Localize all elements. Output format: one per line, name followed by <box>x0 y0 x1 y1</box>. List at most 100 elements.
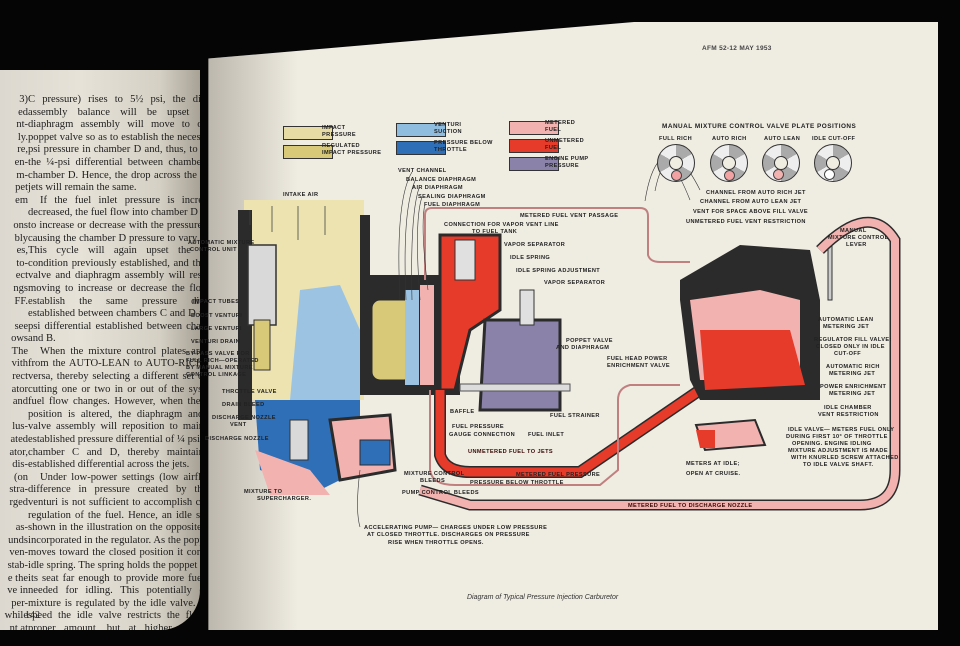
plate-auto-lean <box>762 144 800 182</box>
label-automatic-mixture-control-unit: AUTOMATIC MIXTURE <box>188 240 255 246</box>
label-idle-valve: MIXTURE ADJUSTMENT IS MADE <box>788 448 889 454</box>
label-regulator-fill-valve: REGULATOR FILL VALVE: <box>814 337 892 343</box>
label-fuel-pressure-gauge: FUEL PRESSURE <box>452 424 505 430</box>
label-vapor-separator: VAPOR SEPARATOR <box>544 280 606 286</box>
label-idle-valve: WITH KNURLED SCREW ATTACHED <box>791 455 899 461</box>
body-text-column: C pressure) rises to 5½ psi, the diaphra… <box>28 94 200 630</box>
label-accelerating-pump: AT CLOSED THROTTLE. DISCHARGES ON PRESSU… <box>367 532 530 538</box>
legend-label: REGULATED IMPACT PRESSURE <box>322 143 382 156</box>
label-power-enrichment-jet: POWER ENRICHMENT <box>820 384 887 390</box>
label-air-diaphragm: AIR DIAPHRAGM <box>412 185 463 191</box>
label-metered-fuel-to-discharge-nozzle: METERED FUEL TO DISCHARGE NOZZLE <box>628 503 753 509</box>
label-metered-fuel-vent-passage: METERED FUEL VENT PASSAGE <box>520 213 619 219</box>
label-discharge-nozzle-vent: VENT <box>230 422 247 428</box>
label-bypass-valve: BY MANUAL MIXTURE <box>186 365 253 371</box>
cut-edge-fragment: FF. <box>14 295 28 307</box>
label-balance-diaphragm: BALANCE DIAPHRAGM <box>406 177 477 183</box>
label-bypass-valve: BY-PASS VALVE FOR <box>186 351 250 357</box>
cut-edge-fragment: ed <box>18 106 28 118</box>
callout: VENT FOR SPACE ABOVE FILL VALVE <box>693 209 808 215</box>
label-throttle-valve: THROTTLE VALVE <box>222 389 277 395</box>
cut-edge-fragment: ven- <box>9 547 28 559</box>
label-drain-bleed: DRAIN BLEED <box>222 402 265 408</box>
label-boost-venturi: BOOST VENTURI <box>191 313 243 319</box>
cut-edge-fragment: 3) <box>19 94 28 105</box>
label-automatic-lean-jet: METERING JET <box>823 324 870 330</box>
cut-edge-fragment: stab- <box>7 559 28 571</box>
label-idle-valve: OPENING. ENGINE IDLING <box>792 441 872 447</box>
callout: CHANNEL FROM AUTO LEAN JET <box>700 199 802 205</box>
legend-label: UNMETERED FUEL <box>545 138 585 151</box>
plate-label-auto-rich: AUTO RICH <box>712 136 747 142</box>
label-fuel-diaphragm: FUEL DIAPHRAGM <box>424 202 481 208</box>
label-impact-tubes: IMPACT TUBES <box>193 299 240 305</box>
label-fuel-pressure-gauge: GAUGE CONNECTION <box>449 432 516 438</box>
cut-edge-fragment: dis- <box>12 459 28 471</box>
cut-edge-fragment: ve in <box>7 585 28 597</box>
cut-edge-fragment: unds <box>8 534 28 546</box>
vapor-separator <box>454 239 476 281</box>
manual-mixture-control-lever <box>827 244 833 301</box>
cut-edge-fragment: to- <box>16 257 28 269</box>
label-vapor-vent: CONNECTION FOR VAPOR VENT LINE <box>444 222 559 228</box>
cut-edge-fragment: en- <box>14 156 28 168</box>
label-power-enrichment-jet: METERING JET <box>829 391 876 397</box>
callout: UNMETERED FUEL VENT RESTRICTION <box>686 219 806 225</box>
label-idle-valve: IDLE VALVE— METERS FUEL ONLY <box>788 427 895 433</box>
cut-edge-fragment: nt- <box>16 119 28 131</box>
label-bypass-valve: CONTROL LINKAGE <box>186 372 247 378</box>
label-metered-fuel-pressure: METERED FUEL PRESSURE <box>516 472 601 478</box>
cut-edge-fragment: ly. <box>17 131 28 143</box>
cut-edge-fragment: m- <box>16 169 28 181</box>
label-mixture-to-supercharger: MIXTURE TO <box>244 489 283 495</box>
label-idle-valve: TO IDLE VALVE SHAFT. <box>803 462 874 468</box>
mixture-plates-title: MANUAL MIXTURE CONTROL VALVE PLATE POSIT… <box>662 123 857 130</box>
label-idle-chamber-vent: IDLE CHAMBER <box>824 405 872 411</box>
legend-swatch-impact-pressure <box>283 126 333 140</box>
label-mixture-to-supercharger: SUPERCHARGER. <box>257 496 312 502</box>
label-idle-chamber-vent: VENT RESTRICTION <box>818 412 879 418</box>
label-automatic-mixture-control-unit: CONTROL UNIT <box>190 247 237 253</box>
legend-label: VENTURI SUCTION <box>434 122 462 135</box>
label-meters-at-idle: OPEN AT CRUISE. <box>686 471 741 477</box>
legend-swatch-regulated-impact-pressure <box>283 145 333 159</box>
label-vapor-vent: TO FUEL TANK <box>472 229 518 235</box>
label-regulator-fill-valve: CUT-OFF <box>834 351 862 357</box>
paragraph: When the mixture control plates are move… <box>28 345 200 471</box>
cut-edge-fragment: The <box>11 345 28 357</box>
legend-label: PRESSURE BELOW THROTTLE <box>434 140 493 153</box>
cut-edge-fragment: rect <box>12 371 28 383</box>
label-venturi-drain: VENTURI DRAIN <box>191 339 241 345</box>
legend-label: ENGINE PUMP PRESSURE <box>545 156 589 169</box>
label-pressure-below-throttle: PRESSURE BELOW THROTTLE <box>470 480 564 486</box>
discharge-nozzle-region <box>255 450 330 495</box>
label-poppet-valve: AND DIAPHRAGM <box>556 345 610 351</box>
venturi-suction-region <box>290 285 360 400</box>
cut-edge-fragment: lus- <box>12 421 28 433</box>
label-idle-spring: IDLE SPRING <box>510 255 551 261</box>
label-automatic-rich-jet: AUTOMATIC RICH <box>826 364 880 370</box>
page-number: 142 <box>25 610 40 621</box>
label-large-venturi: LARGE VENTURI <box>191 326 242 332</box>
label-automatic-rich-jet: METERING JET <box>829 371 876 377</box>
label-baffle: BAFFLE <box>450 409 475 415</box>
plate-label-idle-cut-off: IDLE CUT-OFF <box>812 136 856 142</box>
engine-pump-pressure-region <box>478 318 562 412</box>
cut-edge-fragment: and <box>12 396 28 408</box>
cut-edge-fragment: rged <box>9 497 28 508</box>
cut-edge-fragment: ect <box>15 270 28 282</box>
label-discharge-nozzle: DISCHARGE NOZZLE <box>205 436 269 442</box>
paragraph: C pressure) rises to 5½ psi, the diaphra… <box>28 94 200 194</box>
label-unmetered-fuel-to-jets: UNMETERED FUEL TO JETS <box>468 449 554 455</box>
cut-edge-fragment: ated <box>10 434 29 446</box>
label-automatic-lean-jet: AUTOMATIC LEAN <box>818 317 874 323</box>
legend-swatch-pressure-below-throttle <box>396 141 446 155</box>
cut-edge-fragment: while <box>4 610 28 622</box>
figure-caption: Diagram of Typical Pressure Injection Ca… <box>467 594 619 601</box>
paragraph: If the fuel inlet pressure is increased … <box>28 194 200 345</box>
cut-edge-fragment: bly <box>14 232 28 244</box>
legend-swatch-unmetered-fuel <box>509 139 559 153</box>
label-fuel-strainer: FUEL STRAINER <box>550 413 600 419</box>
